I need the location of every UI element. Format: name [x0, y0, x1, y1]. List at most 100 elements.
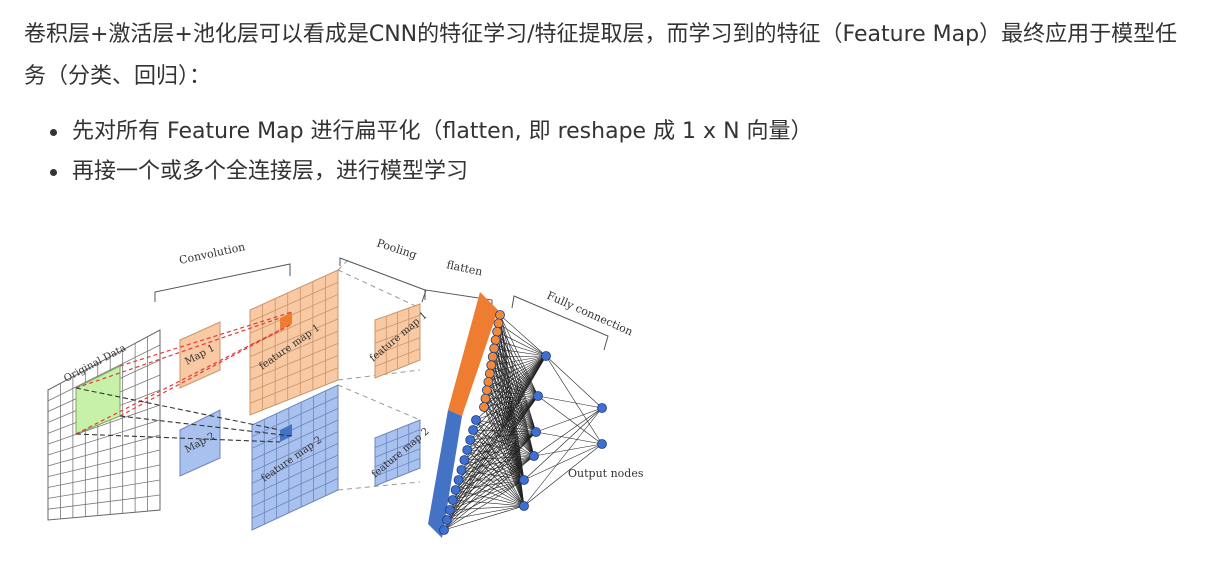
cnn-diagram: Original Data Map 1 Map 2 Convolution fe… — [30, 220, 650, 549]
grid-line — [251, 431, 339, 473]
conv-connections-black — [75, 387, 293, 443]
network-edge — [446, 505, 525, 521]
network-edges — [443, 314, 603, 531]
network-edge — [475, 419, 535, 457]
network-edge — [483, 406, 537, 433]
grid-line — [249, 294, 339, 334]
network-edge — [443, 355, 547, 531]
intro-paragraph: 卷积层+激活层+池化层可以看成是CNN的特征学习/特征提取层，而学习到的特征（F… — [24, 22, 1178, 89]
bullet-text: 再接一个或多个全连接层，进行模型学习 — [72, 159, 469, 184]
input-node — [450, 485, 461, 495]
network-edge — [472, 355, 547, 431]
network-edge — [489, 355, 547, 374]
network-edge — [483, 406, 525, 507]
output-node — [597, 403, 607, 413]
bullet-text: 先对所有 Feature Map 进行扁平化（flatten, 即 reshap… — [72, 119, 813, 144]
pooling-connections — [337, 257, 421, 491]
grid-line — [249, 281, 339, 323]
network-edge — [452, 455, 535, 501]
grid-line — [249, 330, 339, 369]
network-edge — [492, 356, 537, 433]
grid-line — [47, 479, 161, 499]
network-edge — [443, 505, 525, 531]
network-edge — [467, 449, 535, 457]
input-node — [456, 465, 467, 475]
network-edge — [475, 419, 537, 433]
hidden-node — [519, 475, 529, 485]
network-edge — [452, 355, 547, 501]
grid-line — [251, 407, 339, 449]
input-node — [453, 475, 464, 485]
input-node — [439, 525, 449, 535]
input-node — [465, 435, 476, 445]
grid-line — [249, 342, 339, 381]
pooled-map1-gridlines — [374, 308, 421, 374]
grid-line — [249, 355, 339, 393]
network-edge — [446, 355, 547, 521]
flatten-bar-orange — [448, 292, 498, 416]
grid-line — [47, 344, 161, 402]
feature-map2-active-cell — [280, 424, 292, 442]
network-edge — [486, 390, 535, 457]
fully-connection-brace — [511, 295, 609, 351]
grid-line — [249, 318, 339, 358]
network-edge — [492, 355, 547, 358]
grid-line — [374, 337, 421, 356]
input-node — [447, 495, 458, 505]
network-edge — [533, 443, 603, 457]
grid-line — [47, 449, 161, 478]
grid-line — [251, 454, 339, 496]
grid-line — [251, 466, 339, 508]
original-data-gridlines — [47, 336, 161, 519]
fully-connection-label: Fully connection — [545, 289, 635, 339]
input-node — [479, 402, 489, 412]
grid-line — [251, 442, 339, 484]
network-edge — [470, 439, 535, 457]
network-edge — [535, 407, 603, 433]
flatten-bar-blue — [428, 410, 462, 538]
feature-map1: feature map 1 — [249, 269, 339, 416]
network-edge — [496, 331, 547, 357]
grid-line — [374, 326, 421, 344]
network-edge — [483, 395, 539, 408]
network-edge — [446, 455, 535, 521]
input-node — [495, 310, 505, 320]
input-node — [468, 425, 478, 435]
feature-map2: feature map 2 — [251, 384, 339, 531]
hidden-node — [533, 391, 543, 401]
network-edge — [533, 407, 603, 457]
grid-line — [47, 464, 161, 488]
network-edge — [443, 479, 525, 531]
network-edge — [489, 373, 539, 397]
input-node — [482, 385, 492, 396]
output-node — [597, 439, 607, 449]
network-edge — [545, 355, 603, 409]
network-edge — [449, 355, 547, 511]
network-edge — [449, 431, 537, 511]
network-edge — [464, 355, 547, 461]
input-node — [487, 351, 498, 362]
feature-map1-gridlines — [249, 275, 339, 410]
network-edge — [485, 398, 535, 457]
grid-line — [47, 404, 161, 445]
list-item: 再接一个或多个全连接层，进行模型学习 — [24, 152, 813, 192]
network-edge — [469, 355, 547, 441]
network-edge — [485, 355, 547, 399]
pooled-map2-gridlines — [374, 424, 421, 482]
network-edge — [475, 395, 539, 421]
network-edge — [499, 314, 547, 357]
network-edge — [488, 355, 547, 383]
bullet-list: 先对所有 Feature Map 进行扁平化（flatten, 即 reshap… — [24, 112, 813, 192]
grid-line — [251, 477, 339, 519]
network-edge — [523, 407, 603, 481]
network-edge — [499, 314, 537, 433]
grid-line — [47, 419, 161, 456]
bullet-dot-icon — [50, 169, 57, 176]
input-node — [480, 393, 491, 404]
bullet-dot-icon — [50, 129, 57, 136]
network-edge — [535, 431, 603, 445]
grid-line — [47, 434, 161, 467]
network-edge — [485, 398, 537, 433]
hidden-node — [519, 501, 529, 511]
network-edge — [523, 443, 603, 507]
